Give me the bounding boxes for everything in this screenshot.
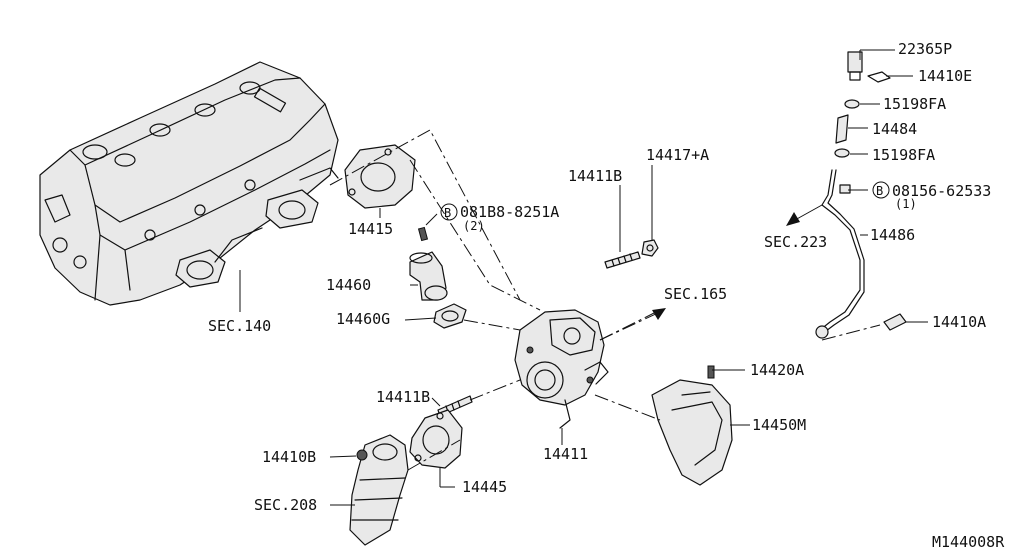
- banjo-bolt: [883, 313, 907, 331]
- leader-lines: [239, 49, 928, 506]
- callout-15198fa-bottom[interactable]: 15198FA: [872, 146, 935, 164]
- turbocharger: [514, 309, 609, 429]
- callout-sec223[interactable]: SEC.223: [764, 233, 827, 251]
- stud-upper: [604, 251, 641, 269]
- callout-14411b-bottom[interactable]: 14411B: [376, 388, 430, 406]
- callout-14411[interactable]: 14411: [543, 445, 588, 463]
- heat-shield: [651, 365, 733, 486]
- diagram-id: M144008R: [932, 533, 1005, 551]
- callout-14415[interactable]: 14415: [348, 220, 393, 238]
- cylinder-head-illustration: [39, 61, 339, 306]
- callout-081b8-8251a[interactable]: 081B8-8251A: [460, 203, 559, 221]
- callout-08156-62533[interactable]: 08156-62533: [892, 182, 991, 200]
- callout-15198fa-top[interactable]: 15198FA: [883, 95, 946, 113]
- callout-14410b[interactable]: 14410B: [262, 448, 316, 466]
- bolt-symbol-letter: B: [444, 206, 451, 220]
- callout-sec140[interactable]: SEC.140: [208, 317, 271, 335]
- bolt-symbol-letter: B: [876, 184, 883, 198]
- callout-14420a[interactable]: 14420A: [750, 361, 804, 379]
- assembly-dashed-lines: [329, 129, 881, 471]
- elbow-gasket: [433, 303, 467, 329]
- oil-feed-pipe: [815, 169, 865, 339]
- callout-14410e[interactable]: 14410E: [918, 67, 972, 85]
- callout-sec208[interactable]: SEC.208: [254, 496, 317, 514]
- callout-14484[interactable]: 14484: [872, 120, 917, 138]
- turbo-outlet-gasket: [409, 409, 463, 469]
- callout-14486[interactable]: 14486: [870, 226, 915, 244]
- callout-22365p[interactable]: 22365P: [898, 40, 952, 58]
- callout-14445[interactable]: 14445: [462, 478, 507, 496]
- callout-14460[interactable]: 14460: [326, 276, 371, 294]
- sec223-arrow[interactable]: [786, 204, 823, 226]
- callout-sec165[interactable]: SEC.165: [664, 285, 727, 303]
- callout-14410a[interactable]: 14410A: [932, 313, 986, 331]
- bolt-symbol-08156: B: [872, 181, 890, 199]
- callout-14417a[interactable]: 14417+A: [646, 146, 709, 164]
- nut: [641, 239, 659, 257]
- callout-14460g[interactable]: 14460G: [336, 310, 390, 328]
- oil-hose: [835, 114, 849, 144]
- callout-08156-qty: (1): [895, 197, 917, 211]
- water-outlet-elbow: [409, 226, 448, 301]
- bolt-symbol-081b8: B: [440, 203, 458, 221]
- callout-081b8-qty: (2): [463, 219, 485, 233]
- callout-14411b-top[interactable]: 14411B: [568, 167, 622, 185]
- callout-14450m[interactable]: 14450M: [752, 416, 806, 434]
- sec165-arrow[interactable]: [599, 308, 666, 341]
- catalytic-converter: [349, 434, 409, 546]
- exhaust-manifold-gasket: [344, 144, 416, 209]
- oil-hose-clamps: [834, 99, 860, 158]
- oil-pressure-switch: [847, 51, 891, 83]
